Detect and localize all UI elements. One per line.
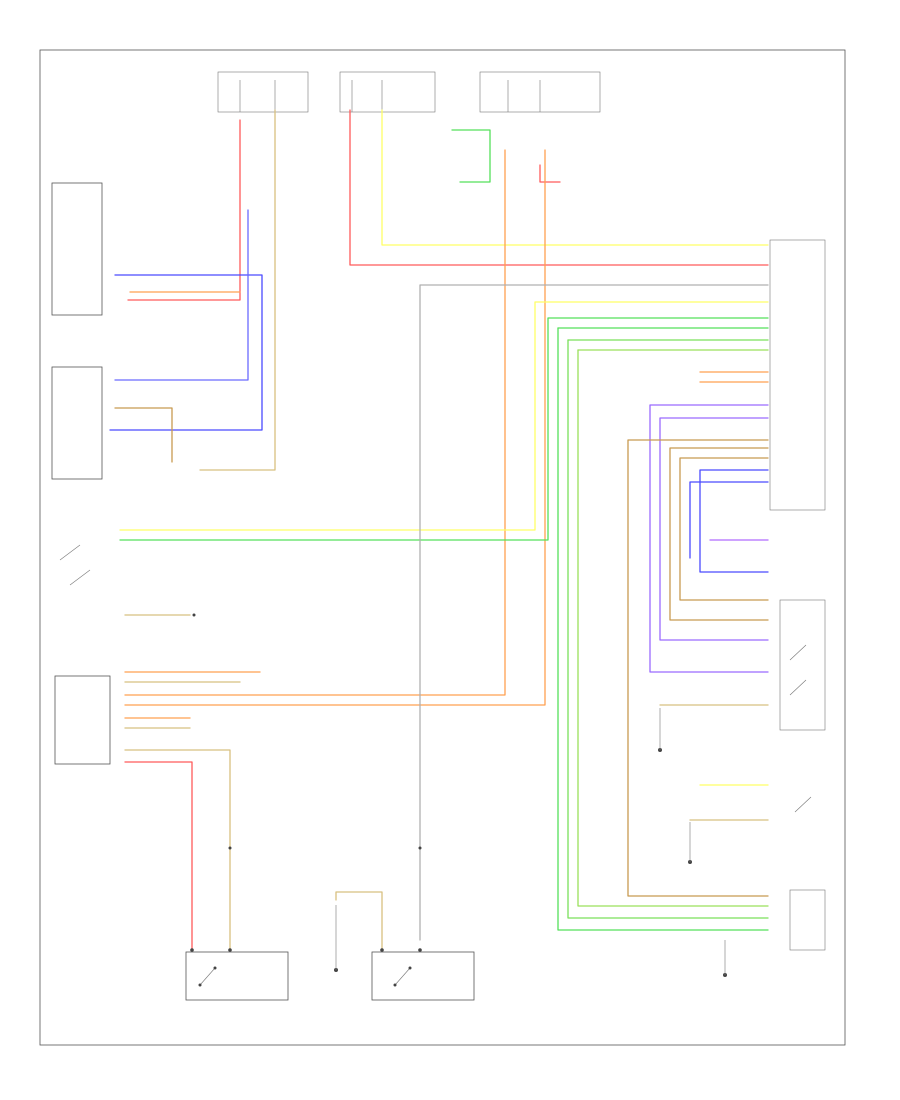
wire-green-8 xyxy=(451,129,491,183)
junction-dot xyxy=(192,613,196,617)
wire-brown-3 xyxy=(669,447,769,621)
wire-blue-4 xyxy=(689,481,769,559)
wire-green-5 xyxy=(567,339,769,919)
control-module-top xyxy=(51,182,103,316)
wire-green-3 xyxy=(557,327,769,931)
junction-dot xyxy=(190,948,194,952)
wire-blue-1 xyxy=(109,274,263,431)
bottom-switch-left xyxy=(185,951,289,1001)
control-module-middle xyxy=(51,366,103,480)
right-module-bottom xyxy=(789,889,826,951)
wire-orange-2 xyxy=(124,149,546,706)
wire-brown-1 xyxy=(114,407,173,463)
junction-dot xyxy=(228,948,232,952)
right-module-lower xyxy=(779,599,826,731)
wire-blue-3 xyxy=(699,469,769,573)
right-connector-block xyxy=(769,239,826,511)
wire-tan-1 xyxy=(199,109,276,471)
top-fuse-group-1 xyxy=(217,71,309,113)
wire-green-7 xyxy=(577,349,769,907)
wire-red-2 xyxy=(349,109,769,266)
wire-blue-2 xyxy=(114,209,249,381)
wire-orange-3 xyxy=(124,149,506,696)
junction-dot xyxy=(380,948,384,952)
junction-dot xyxy=(418,846,422,850)
wire-red-3 xyxy=(539,164,561,183)
wire-yellow-long xyxy=(119,301,769,531)
wire-yellow-1 xyxy=(381,109,769,246)
switch-right-1 xyxy=(789,644,807,696)
wire-red-4 xyxy=(124,761,193,951)
bottom-switch-right xyxy=(371,951,475,1001)
wire-tan-4 xyxy=(124,749,231,951)
wire-gray-1 xyxy=(419,284,769,941)
top-fuse-group-2 xyxy=(339,71,436,113)
wire-violet-2 xyxy=(659,417,769,641)
wire-red-1 xyxy=(127,119,241,301)
wire-violet-1 xyxy=(649,404,769,673)
junction-dot xyxy=(418,948,422,952)
wire-tan-5 xyxy=(335,891,383,951)
junction-dot xyxy=(228,846,232,850)
gateway-module xyxy=(54,675,111,765)
top-fuse-group-3 xyxy=(479,71,601,113)
wire-green-long xyxy=(119,317,769,541)
diagram-frame xyxy=(39,49,846,1046)
wire-brown-2 xyxy=(627,439,769,897)
switch-right-2 xyxy=(794,796,812,813)
wire-brown-4 xyxy=(679,457,769,601)
switch-left-middle xyxy=(59,544,91,586)
